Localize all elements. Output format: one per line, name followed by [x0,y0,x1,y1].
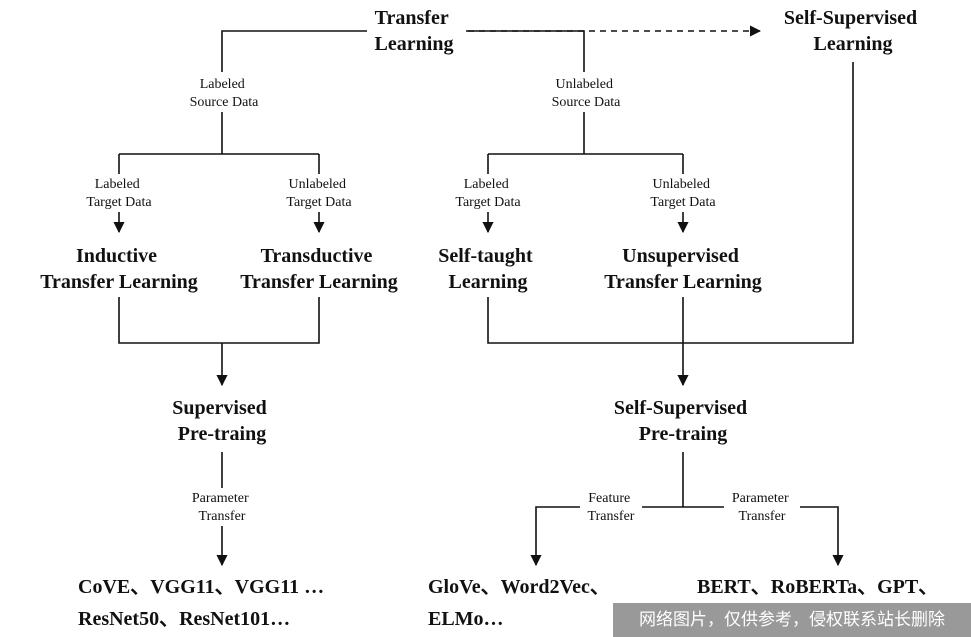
node-self-supervised-pretraining: Self-Supervised Pre-traing [614,397,752,445]
node-unsupervised-transfer-learning: Unsupervised Transfer Learning [604,245,762,293]
nodes: Transfer Learning Self-Supervised Learni… [40,7,922,445]
watermark: 网络图片，仅供参考，侵权联系站长删除 [613,603,971,637]
node-self-taught-learning: Self-taught Learning [438,245,537,293]
label-unlabeled-target-data-right: Unlabeled Target Data [650,177,716,210]
label-parameter-transfer-left: Parameter Transfer [192,491,252,524]
node-self-supervised-learning: Self-Supervised Learning [784,7,922,55]
label-parameter-transfer-right: Parameter Transfer [732,491,792,524]
edge-transfer-to-unlabeled-source [466,30,585,78]
leaves: CoVE、VGG11、VGG11 … ResNet50、ResNet101… G… [78,576,938,630]
node-transductive-transfer-learning: Transductive Transfer Learning [240,245,398,293]
node-supervised-pretraining: Supervised Pre-traing [172,397,271,445]
edge-label-backgrounds [75,72,800,526]
leaf-feature-models: GloVe、Word2Vec、 ELMo… [428,576,615,630]
edge-labels: Labeled Source Data Unlabeled Source Dat… [86,77,792,524]
leaf-supervised-models: CoVE、VGG11、VGG11 … ResNet50、ResNet101… [78,576,329,630]
leaf-parameter-models: BERT、RoBERTa、GPT、 [697,576,938,598]
label-labeled-source-data: Labeled Source Data [190,77,260,110]
edge-transfer-to-labeled-source [221,30,367,78]
node-transfer-learning: Transfer Learning [375,7,454,55]
node-inductive-transfer-learning: Inductive Transfer Learning [40,245,198,293]
label-unlabeled-source-data: Unlabeled Source Data [552,77,622,110]
connectors [113,25,854,567]
edge-merge-left [118,297,320,344]
label-unlabeled-target-data-left: Unlabeled Target Data [286,177,352,210]
label-labeled-target-data-right: Labeled Target Data [455,177,521,210]
edge-merge-right [487,62,854,344]
label-feature-transfer: Feature Transfer [588,491,635,524]
label-labeled-target-data-left: Labeled Target Data [86,177,152,210]
